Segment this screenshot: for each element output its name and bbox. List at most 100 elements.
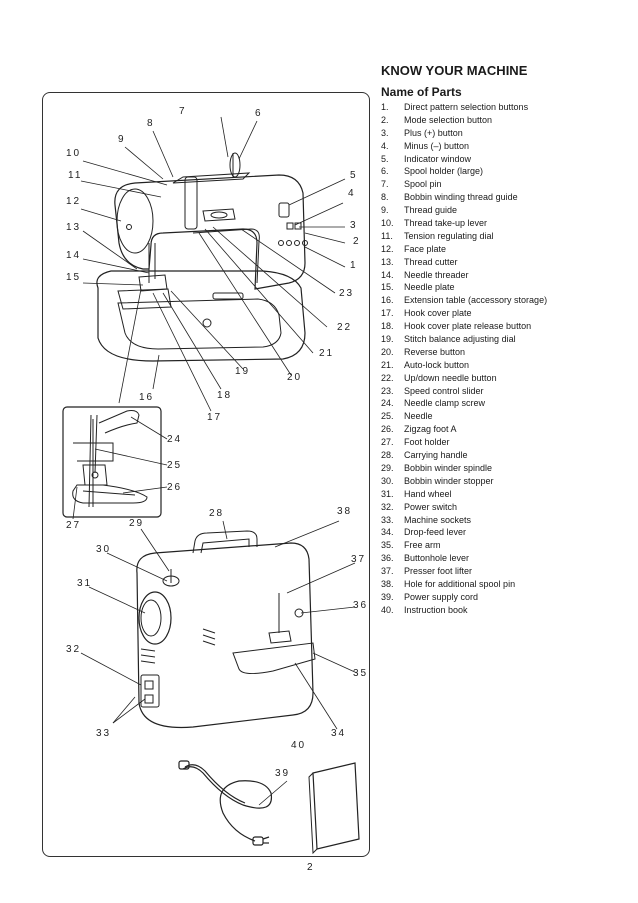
part-name: Buttonhole lever <box>404 553 470 564</box>
parts-list-item: 33.Machine sockets <box>381 514 631 527</box>
parts-list-item: 15.Needle plate <box>381 281 631 294</box>
part-number: 26. <box>381 424 394 435</box>
parts-list-item: 30.Bobbin winder stopper <box>381 475 631 488</box>
callout-27: 27 <box>66 520 82 531</box>
callout-21: 21 <box>319 348 335 359</box>
instruction-book-illustration <box>308 762 360 855</box>
part-name: Drop-feed lever <box>404 527 467 538</box>
callout-7: 7 <box>179 106 187 117</box>
callout-33: 33 <box>96 728 112 739</box>
parts-list-item: 11. Tension regulating dial <box>381 230 631 243</box>
part-number: 21. <box>381 359 394 370</box>
callout-22: 22 <box>337 322 353 333</box>
parts-list-item: 18.Hook cover plate release button <box>381 320 631 333</box>
parts-list-item: 35.Free arm <box>381 539 631 552</box>
part-name: Zigzag foot A <box>404 424 457 435</box>
part-name: Spool holder (large) <box>404 166 484 177</box>
part-name: Hand wheel <box>404 488 452 499</box>
callout-30: 30 <box>96 544 112 555</box>
part-number: 36. <box>381 553 394 564</box>
parts-list-item: 38.Hole for additional spool pin <box>381 578 631 591</box>
callout-38: 38 <box>337 506 353 517</box>
part-number: 3. <box>381 127 389 138</box>
machine-diagram-panel: 7 6 8 9 10 11 12 13 14 15 5 4 3 2 1 23 2… <box>42 92 370 857</box>
callout-35: 35 <box>353 668 369 679</box>
parts-list-item: 28. Carrying handle <box>381 449 631 462</box>
callout-16: 16 <box>139 392 155 403</box>
part-name: Bobbin winding thread guide <box>404 192 518 203</box>
callout-19: 19 <box>235 366 251 377</box>
part-name: Auto-lock button <box>404 359 470 370</box>
callout-5: 5 <box>350 170 358 181</box>
power-cord-illustration <box>178 760 273 846</box>
part-number: 5. <box>381 153 389 164</box>
part-name: Direct pattern selection buttons <box>404 102 529 112</box>
parts-list-item: 24.Needle clamp screw <box>381 397 631 410</box>
section-heading: Name of Parts <box>381 85 462 99</box>
callout-37: 37 <box>351 554 367 565</box>
parts-list-item: 21. Auto-lock button <box>381 359 631 372</box>
parts-list-item: 40. Instruction book <box>381 604 631 617</box>
parts-list-item: 32.Power switch <box>381 501 631 514</box>
part-number: 20. <box>381 346 394 357</box>
part-number: 16. <box>381 295 394 306</box>
part-number: 10. <box>381 218 394 229</box>
part-name: Power supply cord <box>404 591 479 602</box>
callout-26: 26 <box>167 482 183 493</box>
callout-1: 1 <box>350 260 358 271</box>
part-number: 1. <box>381 102 389 112</box>
part-number: 35. <box>381 540 394 551</box>
part-name: Machine sockets <box>404 514 472 525</box>
part-name: Hole for additional spool pin <box>404 578 516 589</box>
callout-11: 11 <box>68 170 83 181</box>
callout-leader-lines <box>72 116 358 806</box>
part-name: Carrying handle <box>404 450 468 461</box>
parts-list-item: 12.Face plate <box>381 243 631 256</box>
callout-34: 34 <box>331 728 347 739</box>
parts-list: 1. Direct pattern selection buttons 2.Mod… <box>381 101 631 617</box>
parts-list-item: 10. Thread take-up lever <box>381 217 631 230</box>
part-name: Thread cutter <box>404 256 458 267</box>
part-name: Instruction book <box>404 604 468 615</box>
part-number: 15. <box>381 282 394 293</box>
part-number: 11. <box>381 230 393 241</box>
callout-14: 14 <box>66 250 82 261</box>
part-number: 18. <box>381 321 394 332</box>
callout-13: 13 <box>66 222 82 233</box>
part-number: 27. <box>381 437 394 448</box>
part-number: 28. <box>381 450 394 461</box>
parts-list-item: 5.Indicator window <box>381 153 631 166</box>
part-name: Plus (+) button <box>404 127 463 138</box>
callout-24: 24 <box>167 434 183 445</box>
part-number: 17. <box>381 308 394 319</box>
part-name: Bobbin winder spindle <box>404 462 493 473</box>
part-number: 9. <box>381 205 389 216</box>
parts-list-item: 2.Mode selection button <box>381 114 631 127</box>
part-name: Bobbin winder stopper <box>404 475 494 486</box>
part-name: Foot holder <box>404 437 450 448</box>
part-number: 24. <box>381 398 394 409</box>
part-number: 13. <box>381 256 394 267</box>
parts-list-item: 36. Buttonhole lever <box>381 552 631 565</box>
part-name: Thread take-up lever <box>404 218 488 229</box>
callout-15: 15 <box>66 272 82 283</box>
part-number: 40. <box>381 604 394 615</box>
part-number: 8. <box>381 192 389 203</box>
part-name: Presser foot lifter <box>404 566 473 577</box>
machine-back-illustration <box>136 530 316 729</box>
part-number: 29. <box>381 462 394 473</box>
parts-list-item: 19.Stitch balance adjusting dial <box>381 333 631 346</box>
part-number: 6. <box>381 166 389 177</box>
part-name: Mode selection button <box>404 114 493 125</box>
part-name: Needle <box>404 411 433 422</box>
part-number: 25. <box>381 411 394 422</box>
callout-9: 9 <box>118 134 126 145</box>
callout-10: 10 <box>66 148 82 159</box>
part-name: Tension regulating dial <box>404 230 494 241</box>
part-name: Spool pin <box>404 179 442 190</box>
parts-list-item: 23.Speed control slider <box>381 385 631 398</box>
part-name: Minus (–) button <box>404 140 470 151</box>
parts-list-item: 9.Thread guide <box>381 204 631 217</box>
parts-list-item: 17.Hook cover plate <box>381 307 631 320</box>
callout-36: 36 <box>353 600 369 611</box>
